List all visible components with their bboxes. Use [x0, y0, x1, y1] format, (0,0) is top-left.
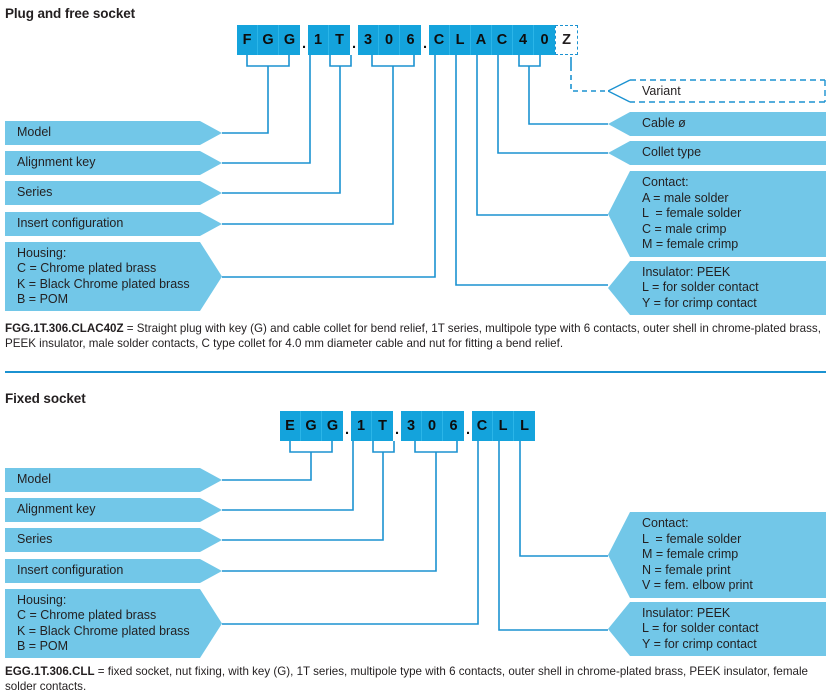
code-char: 0: [534, 25, 555, 55]
section-divider: [5, 371, 826, 373]
code-char: 0: [422, 411, 443, 441]
code-char: 3: [401, 411, 422, 441]
label-model-s2: Model: [5, 468, 222, 492]
code-char: 3: [358, 25, 379, 55]
caption-text-s2: = fixed socket, nut fixing, with key (G)…: [5, 665, 809, 693]
code-char: 6: [400, 25, 421, 55]
label-series-s1: Series: [5, 181, 222, 205]
label-text: Series: [17, 532, 53, 547]
label-collet-type-s1: Collet type: [608, 141, 826, 165]
code-separator: .: [351, 36, 357, 52]
label-text: Insert configuration: [17, 563, 124, 578]
label-housing-s2: Housing: C = Chrome plated brass K = Bla…: [5, 589, 222, 658]
label-series-s2: Series: [5, 528, 222, 552]
label-text: Model: [17, 125, 52, 140]
label-text: Insulator: PEEK L = for solder contact Y…: [642, 605, 759, 651]
code-separator: .: [301, 36, 307, 52]
label-alignment-key-s2: Alignment key: [5, 498, 222, 522]
label-text: Alignment key: [17, 502, 96, 517]
label-variant-s1: Variant: [608, 79, 826, 103]
label-insulator-s1: Insulator: PEEK L = for solder contact Y…: [608, 261, 826, 315]
code-char: 4: [513, 25, 534, 55]
code-char: L: [493, 411, 514, 441]
label-text: Cable ø: [642, 116, 686, 131]
code-char: C: [472, 411, 493, 441]
label-text: Insert configuration: [17, 216, 124, 231]
label-alignment-key-s1: Alignment key: [5, 151, 222, 175]
label-insulator-s2: Insulator: PEEK L = for solder contact Y…: [608, 602, 826, 656]
code-char: 1: [351, 411, 372, 441]
section-title-plug-and-free-socket: Plug and free socket: [5, 6, 136, 21]
label-insert-configuration-s2: Insert configuration: [5, 559, 222, 583]
code-char: L: [450, 25, 471, 55]
label-text: Housing: C = Chrome plated brass K = Bla…: [17, 245, 190, 306]
code-separator: .: [394, 422, 400, 438]
caption-fixed-socket: EGG.1T.306.CLL = fixed socket, nut fixin…: [5, 665, 827, 694]
label-model-s1: Model: [5, 121, 222, 145]
label-text: Alignment key: [17, 155, 96, 170]
code-separator: .: [422, 36, 428, 52]
code-group-variant: Z: [555, 25, 578, 55]
label-text: Collet type: [642, 145, 702, 160]
code-char: Z: [555, 25, 578, 55]
code-char: T: [329, 25, 350, 55]
caption-plug-and-free-socket: FGG.1T.306.CLAC40Z = Straight plug with …: [5, 322, 827, 351]
label-insert-configuration-s1: Insert configuration: [5, 212, 222, 236]
label-contact-s1: Contact: A = male solder L = female sold…: [608, 171, 826, 257]
label-cable-diameter-s1: Cable ø: [608, 112, 826, 136]
caption-text-s1: = Straight plug with key (G) and cable c…: [5, 322, 821, 350]
code-char: 0: [379, 25, 400, 55]
label-text: Variant: [642, 84, 681, 98]
label-text: Contact: L = female solder M = female cr…: [642, 516, 753, 593]
label-contact-s2: Contact: L = female solder M = female cr…: [608, 512, 826, 598]
code-char: 1: [308, 25, 329, 55]
label-text: Insulator: PEEK L = for solder contact Y…: [642, 264, 759, 310]
label-text: Model: [17, 472, 52, 487]
label-text: Contact: A = male solder L = female sold…: [642, 175, 742, 252]
caption-code-s2: EGG.1T.306.CLL: [5, 665, 95, 678]
code-char: T: [372, 411, 393, 441]
section-title-fixed-socket: Fixed socket: [5, 391, 86, 406]
label-text: Series: [17, 185, 53, 200]
code-char: F: [237, 25, 258, 55]
code-char: G: [279, 25, 300, 55]
label-text: Housing: C = Chrome plated brass K = Bla…: [17, 592, 190, 653]
code-char: E: [280, 411, 301, 441]
label-housing-s1: Housing: C = Chrome plated brass K = Bla…: [5, 242, 222, 311]
code-char: C: [492, 25, 513, 55]
code-char: 6: [443, 411, 464, 441]
code-separator: .: [465, 422, 471, 438]
code-char: C: [429, 25, 450, 55]
code-char: G: [258, 25, 279, 55]
code-char: G: [322, 411, 343, 441]
code-char: G: [301, 411, 322, 441]
caption-code-s1: FGG.1T.306.CLAC40Z: [5, 322, 124, 335]
code-separator: .: [344, 422, 350, 438]
code-char: A: [471, 25, 492, 55]
code-char: L: [514, 411, 535, 441]
